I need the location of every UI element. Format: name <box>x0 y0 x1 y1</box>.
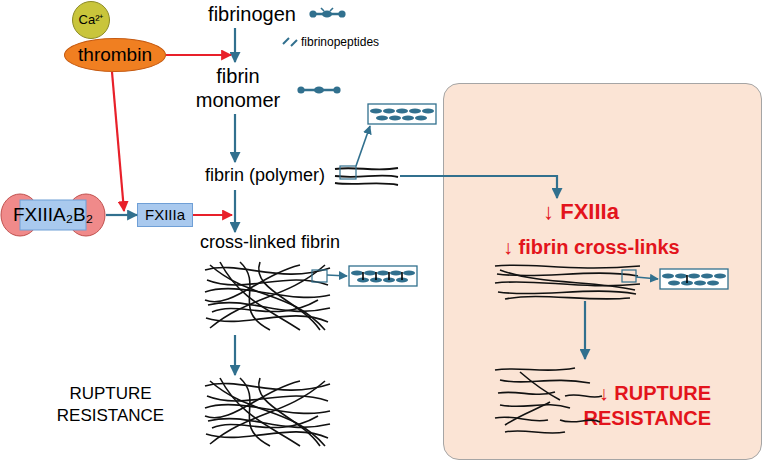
crosslinked-mesh <box>205 262 330 330</box>
flow-arrow <box>106 214 137 216</box>
flow-arrow <box>234 114 236 162</box>
ion-circle: Ca²⁺ <box>72 1 110 39</box>
zoom-box <box>312 270 327 282</box>
polymer-fibres <box>335 168 398 185</box>
zymogen-shape: FXIIIA₂B₂ <box>0 193 106 237</box>
flow-arrow <box>234 28 236 62</box>
outcome-label: RUPTURE RESISTANCE <box>50 375 335 435</box>
zoom-box <box>340 166 356 179</box>
deficiency-panel: ↓ FXIIIa ↓ fibrin cross-links ↓ RUPTURE RE… <box>443 83 762 460</box>
deficiency-label: ↓ fibrin cross-links <box>461 233 746 301</box>
stage-label: fibrin monomer <box>193 62 283 114</box>
stage-label: cross-linked fibrin <box>195 232 360 335</box>
activation-arrows <box>112 55 232 215</box>
flow-arrow <box>234 190 236 232</box>
flow-arrow <box>234 335 236 375</box>
node-text: fibrinogen <box>200 0 304 28</box>
broken-fibres <box>495 368 602 433</box>
zoom-arrow <box>356 126 370 166</box>
crosslinked-mesh <box>205 378 330 446</box>
zoom-box <box>622 270 636 282</box>
deficiency-label: ↓ RUPTURE RESISTANCE <box>461 359 746 451</box>
polymer-inset <box>368 104 436 124</box>
deficiency-label: ↓ FXIIIa <box>513 198 649 226</box>
node-text: FXIIIa <box>138 204 192 226</box>
node-text: ↓ FXIIIa <box>513 198 649 226</box>
node-text: thrombin <box>65 39 165 71</box>
flow-arrow <box>584 301 586 359</box>
node-text: Ca²⁺ <box>73 2 109 38</box>
node-text: ↓ fibrin cross-links <box>503 235 743 259</box>
zoom-arrow <box>636 277 658 279</box>
fibrinogen-molecule <box>309 8 345 18</box>
node-text: cross-linked fibrin <box>200 232 340 254</box>
zoom-arrow <box>327 275 347 276</box>
enzyme-ellipse: thrombin <box>64 38 166 72</box>
annotation-label: fibrinopeptides <box>301 35 379 49</box>
node-text: fibrin monomer <box>193 62 283 114</box>
reduced-inset <box>660 269 728 289</box>
flow-arrow <box>400 176 557 198</box>
enzyme-box: FXIIIa <box>137 203 193 227</box>
node-text: ↓ RUPTURE RESISTANCE <box>561 381 711 431</box>
crosslinked-inset <box>349 266 417 286</box>
stage-label: fibrinogen <box>200 0 304 28</box>
fibrinopeptide-dashes <box>283 38 297 46</box>
node-text: FXIIIA₂B₂ <box>0 193 106 237</box>
panel-fibres <box>495 265 640 299</box>
node-text: RUPTURE RESISTANCE <box>53 383 168 427</box>
stage-label: fibrin (polymer) <box>200 162 400 190</box>
node-text: fibrin (polymer) <box>205 165 325 187</box>
monomer-molecule <box>297 86 340 93</box>
